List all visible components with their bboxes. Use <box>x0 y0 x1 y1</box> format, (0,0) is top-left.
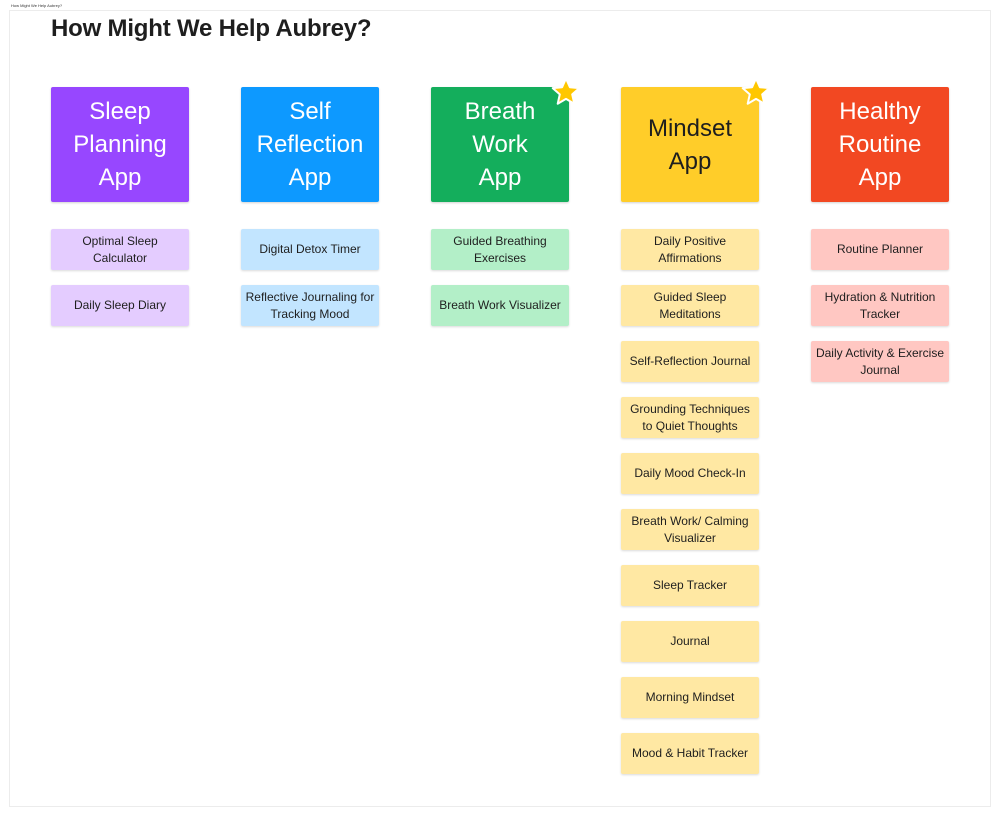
sticky-note[interactable]: Morning Mindset <box>621 677 759 718</box>
sticky-note[interactable]: Grounding Techniques to Quiet Thoughts <box>621 397 759 438</box>
header-card-line: App <box>668 147 712 175</box>
sticky-note[interactable]: Breath Work Visualizer <box>431 285 569 326</box>
sticky-note-text: Hydration & Nutrition Tracker <box>824 289 936 321</box>
sticky-note-text: Breath Work/ Calming Visualizer <box>631 513 749 545</box>
sticky-note[interactable]: Daily Sleep Diary <box>51 285 189 326</box>
frame-label[interactable]: How Might We Help Aubrey? <box>11 3 63 8</box>
sticky-note[interactable]: Hydration & Nutrition Tracker <box>811 285 949 326</box>
sticky-note-text: Reflective Journaling for Tracking Mood <box>245 289 375 321</box>
header-card-line: Routine <box>838 131 922 158</box>
sticky-note-text: Daily Mood Check-In <box>634 466 746 480</box>
header-card-line: Self <box>289 98 331 125</box>
sticky-note[interactable]: Daily Activity & Exercise Journal <box>811 341 949 382</box>
header-card-line: App <box>98 164 142 191</box>
sticky-note[interactable]: Mood & Habit Tracker <box>621 733 759 774</box>
sticky-note-text: Mood & Habit Tracker <box>631 746 749 760</box>
star-icon <box>741 77 771 105</box>
sticky-note-text: Guided Breathing Exercises <box>453 233 547 265</box>
sticky-note-text: Routine Planner <box>836 242 924 256</box>
sticky-note-text: Sleep Tracker <box>652 578 728 592</box>
sticky-note[interactable]: Breath Work/ Calming Visualizer <box>621 509 759 550</box>
header-card-line: Planning <box>73 131 167 158</box>
board-title[interactable]: How Might We Help Aubrey? <box>51 15 372 42</box>
sticky-note-text: Journal <box>670 634 710 648</box>
sticky-note[interactable]: Reflective Journaling for Tracking Mood <box>241 285 379 326</box>
sticky-note[interactable]: Optimal Sleep Calculator <box>51 229 189 270</box>
sticky-note[interactable]: Sleep Tracker <box>621 565 759 606</box>
sticky-note[interactable]: Guided Sleep Meditations <box>621 285 759 326</box>
sticky-note-text: Grounding Techniques to Quiet Thoughts <box>630 401 750 433</box>
sticky-note-text: Daily Activity & Exercise Journal <box>815 345 945 377</box>
sticky-note[interactable]: Daily Mood Check-In <box>621 453 759 494</box>
sticky-note-text: Self-Reflection Journal <box>629 354 751 368</box>
header-card-line: Healthy <box>839 98 921 125</box>
header-card-line: App <box>858 164 902 191</box>
header-card-line: App <box>288 164 332 191</box>
star-icon <box>551 77 581 105</box>
sticky-note[interactable]: Journal <box>621 621 759 662</box>
sticky-note-text: Digital Detox Timer <box>259 242 361 256</box>
header-card-line: Mindset <box>647 114 733 142</box>
sticky-note-text: Morning Mindset <box>645 690 735 704</box>
sticky-note[interactable]: Self-Reflection Journal <box>621 341 759 382</box>
sticky-note-text: Daily Sleep Diary <box>73 298 167 312</box>
header-card-line: Reflection <box>256 131 364 158</box>
header-card-line: App <box>478 164 522 191</box>
sticky-note[interactable]: Guided Breathing Exercises <box>431 229 569 270</box>
header-card-line: Sleep <box>89 98 151 125</box>
sticky-note-text: Guided Sleep Meditations <box>653 289 727 321</box>
header-card-line: Breath <box>464 98 536 125</box>
sticky-note[interactable]: Routine Planner <box>811 229 949 270</box>
header-card-line: Work <box>472 131 528 158</box>
sticky-note[interactable]: Daily Positive Affirmations <box>621 229 759 270</box>
sticky-note[interactable]: Digital Detox Timer <box>241 229 379 270</box>
sticky-note-text: Daily Positive Affirmations <box>653 233 727 265</box>
sticky-note-text: Breath Work Visualizer <box>439 298 561 312</box>
sticky-note-text: Optimal Sleep Calculator <box>82 233 158 265</box>
